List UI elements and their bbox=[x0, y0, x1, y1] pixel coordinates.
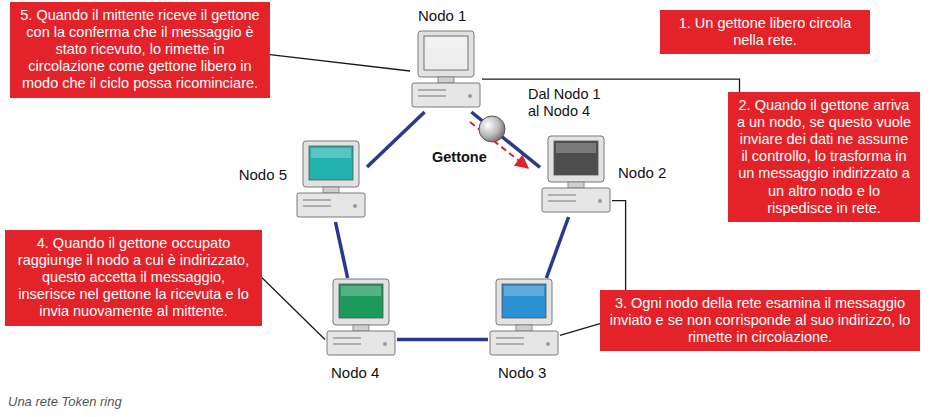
monitor-screen bbox=[309, 146, 353, 180]
drive-slot bbox=[303, 205, 331, 206]
computer-node: Nodo 4 bbox=[325, 278, 397, 360]
ring-cable bbox=[397, 338, 488, 342]
monitor-screen bbox=[424, 36, 468, 70]
monitor-neck bbox=[353, 325, 369, 331]
leader-line bbox=[612, 201, 626, 290]
callout-box: 2. Quando il gettone arriva a un nodo, s… bbox=[728, 92, 920, 222]
monitor-neck bbox=[516, 325, 532, 331]
system-unit bbox=[490, 331, 558, 355]
computer-node: Nodo 3 bbox=[488, 278, 560, 360]
system-unit bbox=[297, 193, 365, 217]
drive-slot bbox=[548, 200, 576, 201]
callout-text: 3. Ogni nodo della rete esamina il messa… bbox=[608, 295, 912, 346]
ring-cable bbox=[335, 222, 347, 278]
monitor-case bbox=[496, 279, 552, 325]
power-button bbox=[353, 204, 357, 208]
direction-note: Dal Nodo 1 al Nodo 4 bbox=[528, 86, 612, 121]
callout-text: 5. Quando il mittente riceve il gettone … bbox=[18, 7, 262, 93]
node-label: Nodo 2 bbox=[618, 164, 666, 181]
drive-slot bbox=[333, 343, 361, 344]
ring-cable bbox=[367, 112, 425, 167]
callout-box: 5. Quando il mittente riceve il gettone … bbox=[10, 2, 270, 98]
power-button bbox=[598, 199, 602, 203]
computer-icon bbox=[488, 278, 560, 360]
callout-box: 1. Un gettone libero circola nella rete. bbox=[660, 10, 870, 54]
figure-caption: Una rete Token ring bbox=[8, 394, 122, 409]
leader-line bbox=[560, 324, 600, 336]
callout-text: 4. Quando il gettone occupato raggiunge … bbox=[13, 235, 254, 321]
drive-slot bbox=[418, 89, 446, 90]
computer-node: Nodo 5 bbox=[295, 140, 367, 222]
computer-icon bbox=[540, 135, 612, 217]
token-disc bbox=[479, 116, 505, 142]
monitor-case bbox=[548, 136, 604, 182]
monitor-screen bbox=[554, 141, 598, 175]
node-label: Nodo 1 bbox=[418, 7, 466, 24]
callout-text: 1. Un gettone libero circola nella rete. bbox=[668, 15, 862, 49]
ring-cable bbox=[546, 217, 568, 278]
monitor-case bbox=[333, 279, 389, 325]
screen-shine bbox=[341, 286, 381, 296]
computer-node: Nodo 2 bbox=[540, 135, 612, 217]
monitor-neck bbox=[438, 77, 454, 83]
monitor-case bbox=[303, 141, 359, 187]
screen-shine bbox=[311, 148, 351, 158]
callout-box: 4. Quando il gettone occupato raggiunge … bbox=[5, 230, 262, 326]
node-label: Nodo 3 bbox=[498, 364, 546, 381]
computer-icon bbox=[295, 140, 367, 222]
drive-slot bbox=[303, 199, 331, 200]
monitor-screen bbox=[502, 284, 546, 318]
leader-line bbox=[270, 55, 410, 71]
monitor-case bbox=[418, 31, 474, 77]
token-label: Gettone bbox=[432, 149, 487, 166]
monitor-screen bbox=[339, 284, 383, 318]
node-label: Nodo 4 bbox=[331, 364, 379, 381]
power-button bbox=[383, 342, 387, 346]
system-unit bbox=[412, 83, 480, 107]
monitor-neck bbox=[568, 182, 584, 188]
system-unit bbox=[327, 331, 395, 355]
power-button bbox=[468, 94, 472, 98]
drive-slot bbox=[418, 95, 446, 96]
monitor-neck bbox=[323, 187, 339, 193]
node-label: Nodo 5 bbox=[239, 166, 287, 183]
power-button bbox=[546, 342, 550, 346]
drive-slot bbox=[496, 343, 524, 344]
system-unit bbox=[542, 188, 610, 212]
screen-shine bbox=[556, 143, 596, 153]
callout-text: 2. Quando il gettone arriva a un nodo, s… bbox=[736, 97, 912, 217]
drive-slot bbox=[496, 337, 524, 338]
computer-icon bbox=[410, 30, 482, 112]
leader-line bbox=[262, 278, 325, 340]
computer-node: Nodo 1 bbox=[410, 30, 482, 112]
computer-icon bbox=[325, 278, 397, 360]
callout-box: 3. Ogni nodo della rete esamina il messa… bbox=[600, 290, 920, 351]
drive-slot bbox=[333, 337, 361, 338]
screen-shine bbox=[504, 286, 544, 296]
leader-line bbox=[482, 79, 740, 92]
screen-shine bbox=[426, 38, 466, 48]
drive-slot bbox=[548, 194, 576, 195]
